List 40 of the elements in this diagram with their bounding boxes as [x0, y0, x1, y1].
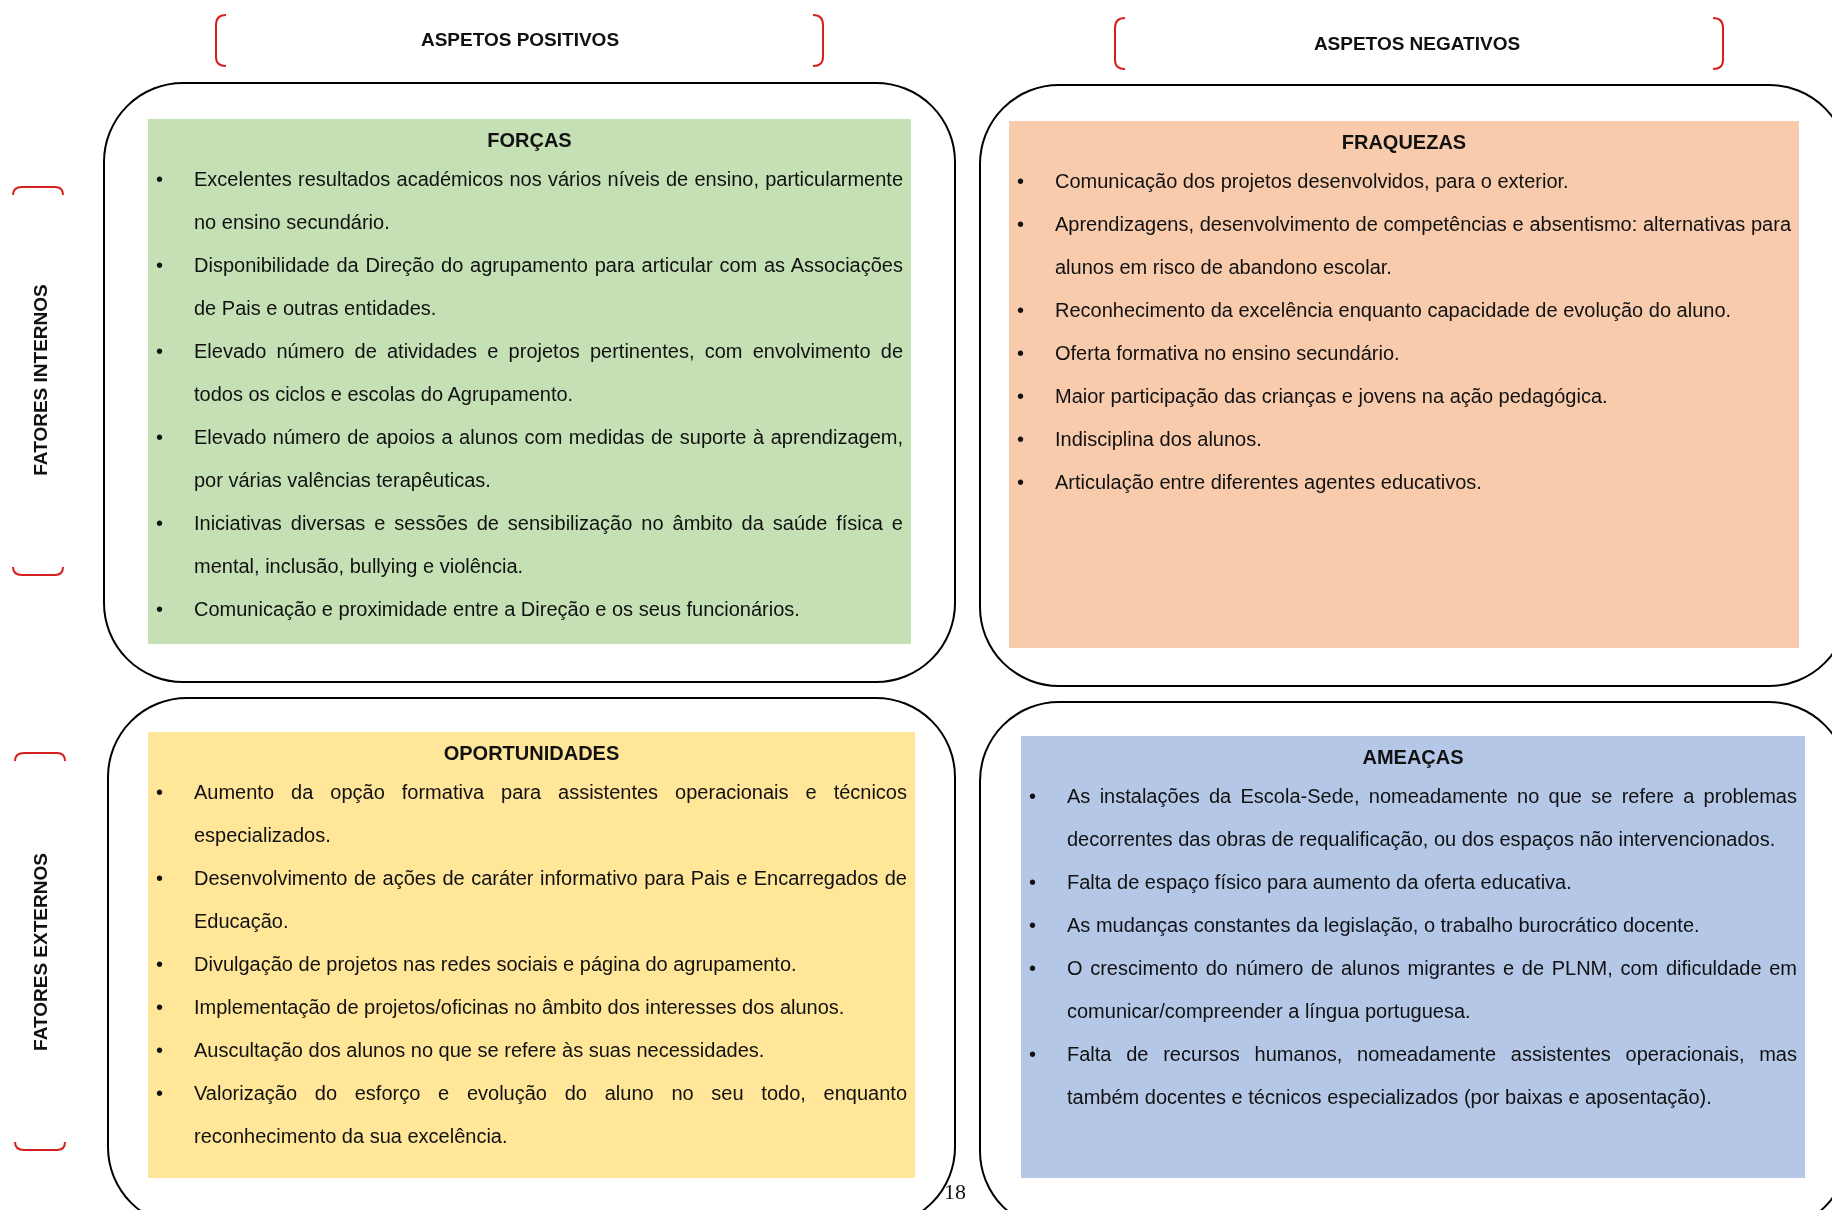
bullet-item: • Elevado número de apoios a alunos com medidas de suporte à aprendizagem, por várias valências terapêuticas.: [156, 425, 903, 493]
rounded-frame: [103, 82, 956, 683]
bullet-item: • Implementação de projetos/oficinas no âmbito dos interesses dos alunos.: [156, 995, 846, 1020]
swot-panel: [1021, 736, 1805, 1178]
swot-panel: [1009, 121, 1799, 648]
panel-heading: OPORTUNIDADES: [442, 742, 621, 765]
bullet-item: • As instalações da Escola-Sede, nomeadamente no que se refere a problemas decorrentes das obras de requalificação, ou dos espaços não intervencionados.: [1029, 784, 1797, 852]
bullet-item: • Elevado número de atividades e projetos pertinentes, com envolvimento de todos os ciclos e escolas do Agrupamento.: [156, 339, 903, 407]
rounded-frame: [979, 701, 1832, 1210]
bullet-item: • O crescimento do número de alunos migrantes e de PLNM, com dificuldade em comunicar/compreender a língua portuguesa.: [1029, 956, 1797, 1024]
bullet-item: • Reconhecimento da excelência enquanto capacidade de evolução do aluno.: [1017, 298, 1733, 323]
bullet-item: • Aprendizagens, desenvolvimento de competências e absentismo: alternativas para alunos em risco de abandono escolar.: [1017, 212, 1791, 280]
bullet-item: • Articulação entre diferentes agentes educativos.: [1017, 470, 1483, 495]
bullet-item: • As mudanças constantes da legislação, o trabalho burocrático docente.: [1029, 913, 1701, 938]
panel-heading: AMEAÇAS: [1361, 746, 1465, 769]
bullet-item: • Disponibilidade da Direção do agrupamento para articular com as Associações de Pais e outras entidades.: [156, 253, 903, 321]
page-number: 18: [944, 1179, 966, 1205]
bullet-item: • Excelentes resultados académicos nos vários níveis de ensino, particularmente no ensino secundário.: [156, 167, 903, 235]
bullet-item: • Valorização do esforço e evolução do aluno no seu todo, enquanto reconhecimento da sua excelência.: [156, 1081, 907, 1149]
bullet-item: • Comunicação dos projetos desenvolvidos, para o exterior.: [1017, 169, 1570, 194]
bullet-item: • Falta de recursos humanos, nomeadamente assistentes operacionais, mas também docentes e técnicos especializados (por baixas e aposentação).: [1029, 1042, 1797, 1110]
bullet-item: • Comunicação e proximidade entre a Direção e os seus funcionários.: [156, 597, 801, 622]
panel-heading: FRAQUEZAS: [1340, 131, 1468, 154]
swot-panel: [148, 119, 911, 644]
bullet-item: • Aumento da opção formativa para assistentes operacionais e técnicos especializados.: [156, 780, 907, 848]
bullet-item: • Iniciativas diversas e sessões de sensibilização no âmbito da saúde física e mental, inclusão, bullying e violência.: [156, 511, 903, 579]
column-heading: ASPETOS NEGATIVOS: [1313, 33, 1521, 55]
bullet-item: • Divulgação de projetos nas redes sociais e página do agrupamento.: [156, 952, 798, 977]
bullet-item: • Desenvolvimento de ações de caráter informativo para Pais e Encarregados de Educação.: [156, 866, 907, 934]
swot-panel: [148, 732, 915, 1178]
bullet-item: • Auscultação dos alunos no que se refere às suas necessidades.: [156, 1038, 766, 1063]
bullet-item: • Indisciplina dos alunos.: [1017, 427, 1263, 452]
side-heading: FATORES INTERNOS: [30, 284, 52, 476]
bullet-item: • Maior participação das crianças e jovens na ação pedagógica.: [1017, 384, 1609, 409]
side-heading: FATORES EXTERNOS: [30, 853, 52, 1051]
column-heading: ASPETOS POSITIVOS: [420, 29, 620, 51]
panel-heading: FORÇAS: [486, 129, 573, 152]
bullet-item: • Oferta formativa no ensino secundário.: [1017, 341, 1401, 366]
rounded-frame: [979, 84, 1832, 687]
bullet-item: • Falta de espaço físico para aumento da oferta educativa.: [1029, 870, 1573, 895]
